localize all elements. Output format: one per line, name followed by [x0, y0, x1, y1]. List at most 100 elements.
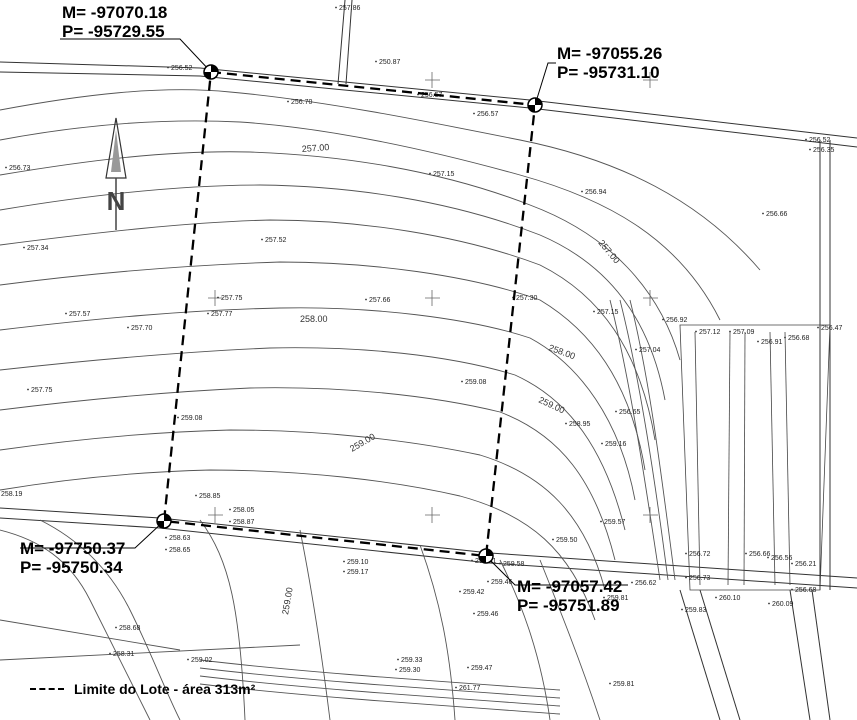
spot-elevation: 257.75: [27, 387, 53, 394]
spot-dot: [261, 238, 263, 241]
spot-elevation-value: 257.77: [211, 311, 233, 318]
spot-elevation-value: 257.52: [265, 237, 287, 244]
spot-elevation: 256.91: [757, 339, 783, 346]
spot-dot: [343, 560, 345, 563]
spot-dot: [817, 326, 819, 329]
spot-dot: [499, 562, 501, 565]
spot-dot: [461, 380, 463, 383]
spot-elevation: 256.21: [791, 561, 817, 568]
spot-elevation-value: 258.85: [199, 493, 221, 500]
corner-marker-se: [478, 548, 494, 564]
spot-elevation: 256.52: [805, 137, 831, 144]
spot-elevation: 257.04: [635, 347, 661, 354]
spot-elevation-value: 257.66: [369, 297, 391, 304]
spot-dot: [609, 682, 611, 685]
spot-elevation: 259.08: [461, 379, 487, 386]
spot-dot: [167, 66, 169, 69]
spot-elevation: 256.62: [631, 580, 657, 587]
spot-dot: [177, 416, 179, 419]
spot-dot: [335, 6, 337, 9]
spot-elevation: 256.72: [685, 551, 711, 558]
spot-elevation: 259.46: [473, 611, 499, 618]
spot-elevation-value: 261.77: [459, 685, 481, 692]
spot-elevation-value: 250.87: [379, 59, 401, 66]
leader-lines: [20, 38, 628, 586]
spot-elevation: 259.81: [609, 681, 635, 688]
spot-elevation-value: 256.66: [749, 551, 771, 558]
north-arrow: N: [105, 117, 127, 230]
spot-dot: [685, 576, 687, 579]
spot-elevation: 259.50: [552, 537, 578, 544]
spot-elevation-value: 258.63: [169, 535, 191, 542]
spot-elevation: 257.57: [65, 311, 91, 318]
spot-elevation: 256.94: [581, 189, 607, 196]
spot-dot: [395, 668, 397, 671]
spot-elevation-value: 256.65: [619, 409, 641, 416]
spot-elevation: 256.92: [662, 317, 688, 324]
corner-markers: [156, 64, 543, 564]
spot-elevation-value: 257.15: [433, 171, 455, 178]
corner-label-sw: M= -97750.37 P= -95750.34: [20, 539, 125, 577]
spot-elevation: 260.09: [768, 601, 794, 608]
spot-dot: [791, 562, 793, 565]
legend-dashed-line: [30, 688, 64, 690]
spot-elevation-value: 257.34: [27, 245, 49, 252]
spot-dot: [115, 626, 117, 629]
spot-elevation-value: 259.33: [401, 657, 423, 664]
spot-elevation: 256.73: [5, 165, 31, 172]
corner-marker-nw: [203, 64, 219, 80]
spot-elevation: 257.52: [261, 237, 287, 244]
spot-dot: [207, 312, 209, 315]
spot-elevation-value: 256.72: [689, 551, 711, 558]
spot-dot: [487, 580, 489, 583]
spot-elevation-value: 258.68: [119, 625, 141, 632]
spot-dot: [397, 658, 399, 661]
spot-elevation-value: 259.47: [471, 665, 493, 672]
contour-label-258-east: 258.00: [547, 342, 576, 361]
spot-dot: [109, 652, 111, 655]
spot-elevation-value: 260.10: [719, 595, 741, 602]
spot-dot: [695, 330, 697, 333]
spot-dot: [552, 538, 554, 541]
spot-elevation-value: 260.09: [772, 601, 794, 608]
spot-elevation-value: 259.58: [503, 561, 525, 568]
spot-dot: [762, 212, 764, 215]
spot-dot: [165, 548, 167, 551]
spot-elevation-value: 258.31: [113, 651, 135, 658]
spot-dot: [473, 112, 475, 115]
spot-elevation-value: 259.50: [556, 537, 578, 544]
spot-elevation-value: 259.16: [605, 441, 627, 448]
spot-dot: [768, 602, 770, 605]
spot-dot: [473, 612, 475, 615]
spot-elevation: 256.70: [287, 99, 313, 106]
spot-elevation-value: 259.81: [607, 595, 629, 602]
spot-elevation: 256.52: [167, 65, 193, 72]
spot-elevation-value: 256.62: [635, 580, 657, 587]
spot-elevation: 259.08: [177, 415, 203, 422]
spot-elevation: 257.75: [217, 295, 243, 302]
spot-elevation: 257.09: [729, 329, 755, 336]
spot-elevation-value: 256.70: [291, 99, 313, 106]
spot-elevation-value: 256.35: [813, 147, 835, 154]
spot-elevation: 257.77: [207, 311, 233, 318]
spot-dot: [745, 552, 747, 555]
spot-dot: [429, 172, 431, 175]
corner-marker-ne: [527, 97, 543, 113]
corner-sw-m: M= -97750.37: [20, 539, 126, 558]
lot-boundary: [162, 70, 537, 558]
spot-elevation-value: 257.12: [699, 329, 721, 336]
spot-elevation-value: 259.81: [613, 681, 635, 688]
spot-elevation: 258.31: [109, 651, 135, 658]
spot-elevation-value: 257.09: [733, 329, 755, 336]
spot-elevation: 259.16: [601, 441, 627, 448]
spot-dot: [471, 559, 473, 562]
spot-elevation: 256.57: [473, 111, 499, 118]
spot-dot: [809, 148, 811, 151]
corner-label-ne: M= -97055.26 P= -95731.10: [557, 44, 662, 82]
spot-elevation: 257.12: [695, 329, 721, 336]
spot-elevation-value: 256.73: [9, 165, 31, 172]
spot-elevation: 256.73: [685, 575, 711, 582]
spot-elevation: 256.68: [791, 587, 817, 594]
